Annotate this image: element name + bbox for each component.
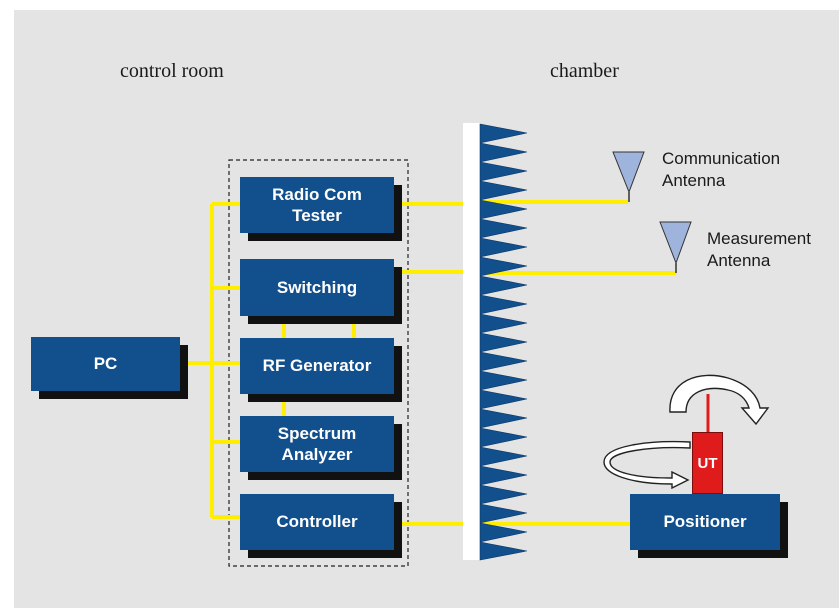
positioner-box: Positioner [630, 494, 780, 550]
measurement-antenna-icon [659, 221, 692, 265]
ut-device: UT [692, 432, 723, 494]
azimuth-rotation-arrow-icon [603, 440, 691, 490]
absorber-cones [479, 123, 528, 561]
pc-box: PC [31, 337, 180, 391]
radio-com-tester-box: Radio Com Tester [240, 177, 394, 233]
communication-antenna-label: Communication Antenna [662, 149, 781, 191]
controller-box: Controller [240, 494, 394, 550]
switching-box: Switching [240, 259, 394, 316]
elevation-rotation-arrow-icon [669, 374, 770, 426]
chamber-wall [463, 123, 480, 560]
control-room-heading: control room [120, 60, 224, 82]
measurement-antenna-label: Measurement Antenna [707, 229, 811, 271]
rf-generator-box: RF Generator [240, 338, 394, 394]
cables [180, 200, 676, 526]
communication-antenna-icon [612, 151, 645, 194]
spectrum-analyzer-box: Spectrum Analyzer [240, 416, 394, 472]
chamber-heading: chamber [550, 60, 619, 82]
